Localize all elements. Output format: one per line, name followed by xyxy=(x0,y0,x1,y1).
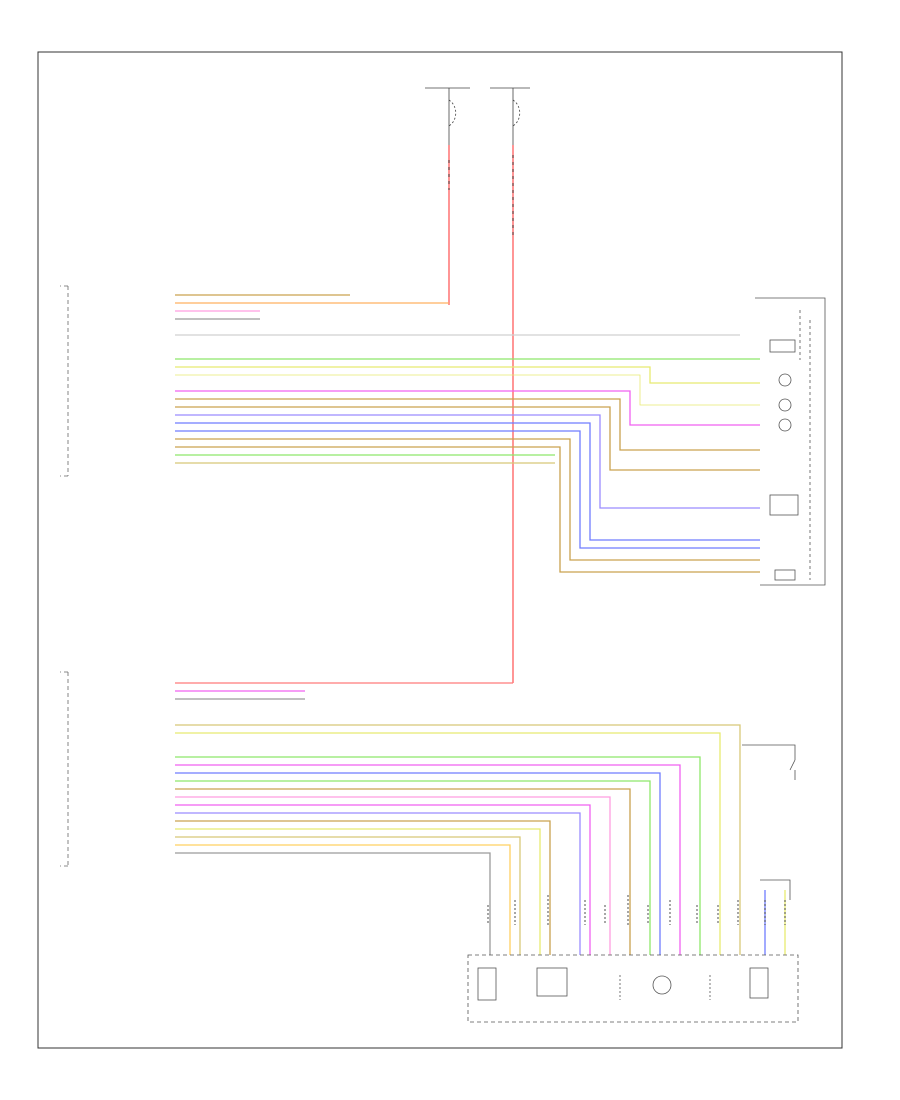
lower-connector-ticks xyxy=(487,895,786,925)
driver-door-module-bracket xyxy=(60,671,69,867)
right-door-connector xyxy=(755,297,826,586)
power-feed-wires xyxy=(448,145,514,683)
door-ajar-switch xyxy=(742,744,796,955)
diagram-frame xyxy=(37,51,843,1049)
upper-harness xyxy=(175,294,760,573)
top-fuse-block xyxy=(425,87,530,145)
passenger-door-module-bracket xyxy=(60,285,69,477)
driver-door-lock-components xyxy=(467,954,799,1023)
lower-harness xyxy=(175,682,741,955)
